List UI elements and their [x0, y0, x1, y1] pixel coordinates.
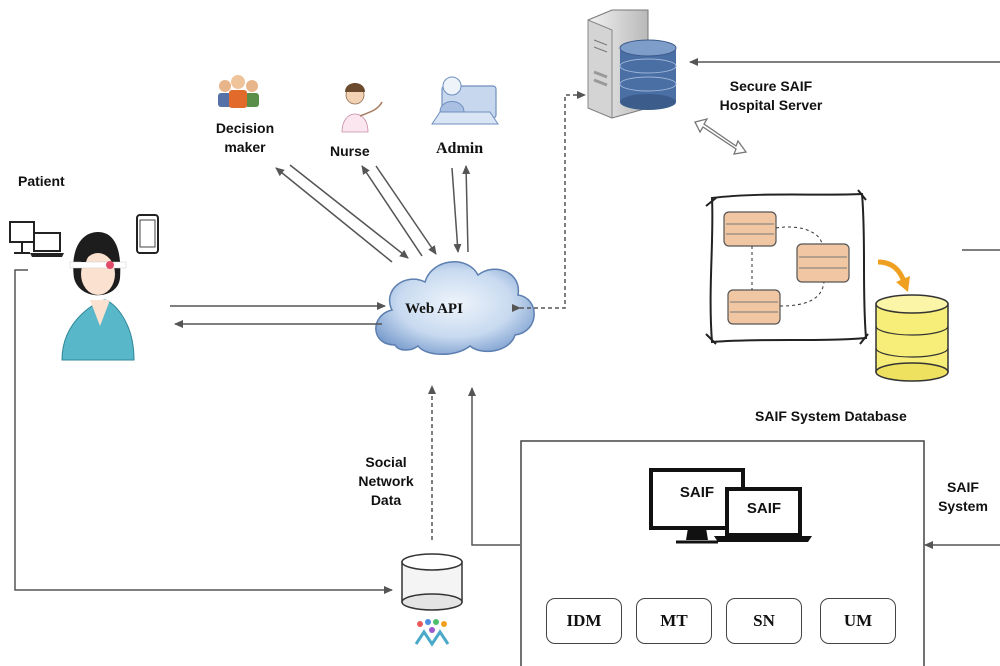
patient-to-social-db-arrow	[14, 269, 393, 594]
orange-arrowhead-icon	[896, 276, 910, 292]
web-api-label: Web API	[405, 301, 463, 317]
admin-to-webapi-arrow	[451, 167, 462, 253]
monitor-1-text: SAIF	[679, 484, 715, 501]
system-database-icon	[875, 294, 949, 382]
saif-system-to-webapi-arrow	[468, 387, 520, 546]
orange-arrow-icon	[877, 259, 907, 283]
saif-system-label: SAIF System	[932, 478, 994, 516]
nurse-label: Nurse	[330, 143, 370, 159]
database-schema-sketch-icon	[705, 189, 869, 345]
social-network-label-line-3: Data	[370, 492, 402, 508]
decision-maker-to-webapi-arrow	[289, 164, 409, 259]
system-database-label: SAIF System Database	[755, 408, 907, 424]
monitor-icon	[714, 487, 812, 542]
laptop-icon	[30, 232, 64, 257]
decision-maker-icon	[218, 75, 259, 108]
social-network-label: Social Network Data	[350, 453, 422, 510]
monitor-2-text: SAIF	[746, 500, 782, 517]
webapi-to-decision-maker-arrow	[275, 167, 393, 263]
module-idm: IDM	[546, 598, 622, 644]
patient-label: Patient	[18, 173, 65, 189]
hospital-server-label: Secure SAIF Hospital Server	[704, 77, 838, 115]
social-database-icon	[401, 553, 463, 611]
saif-system-label-line-1: SAIF	[947, 479, 979, 495]
webapi-server-dashed-link	[512, 91, 586, 312]
module-sn: SN	[726, 598, 802, 644]
hospital-server-label-line-1: Secure SAIF	[729, 78, 813, 94]
server-database-icon	[619, 39, 677, 110]
webapi-to-nurse-arrow	[361, 165, 423, 257]
module-mt: MT	[636, 598, 712, 644]
saif-system-label-line-2: System	[938, 498, 988, 514]
patient-icon	[61, 232, 135, 361]
desktop-icon	[9, 221, 35, 254]
social-network-label-line-2: Network	[358, 473, 414, 489]
decision-maker-label-line-1: Decision	[215, 120, 275, 136]
nurse-icon	[341, 83, 383, 133]
nurse-to-webapi-arrow	[375, 165, 437, 255]
module-um: UM	[820, 598, 896, 644]
social-users-icon	[414, 619, 450, 647]
server-database-bidirectional-arrow	[694, 117, 748, 155]
webapi-to-admin-arrow	[462, 165, 471, 253]
admin-label: Admin	[436, 140, 484, 157]
hospital-server-label-line-2: Hospital Server	[719, 97, 823, 113]
decision-maker-label-line-2: maker	[224, 139, 266, 155]
decision-maker-label: Decision maker	[206, 119, 284, 157]
social-network-label-line-1: Social	[365, 454, 407, 470]
phone-icon	[136, 214, 159, 254]
admin-icon	[431, 76, 499, 125]
